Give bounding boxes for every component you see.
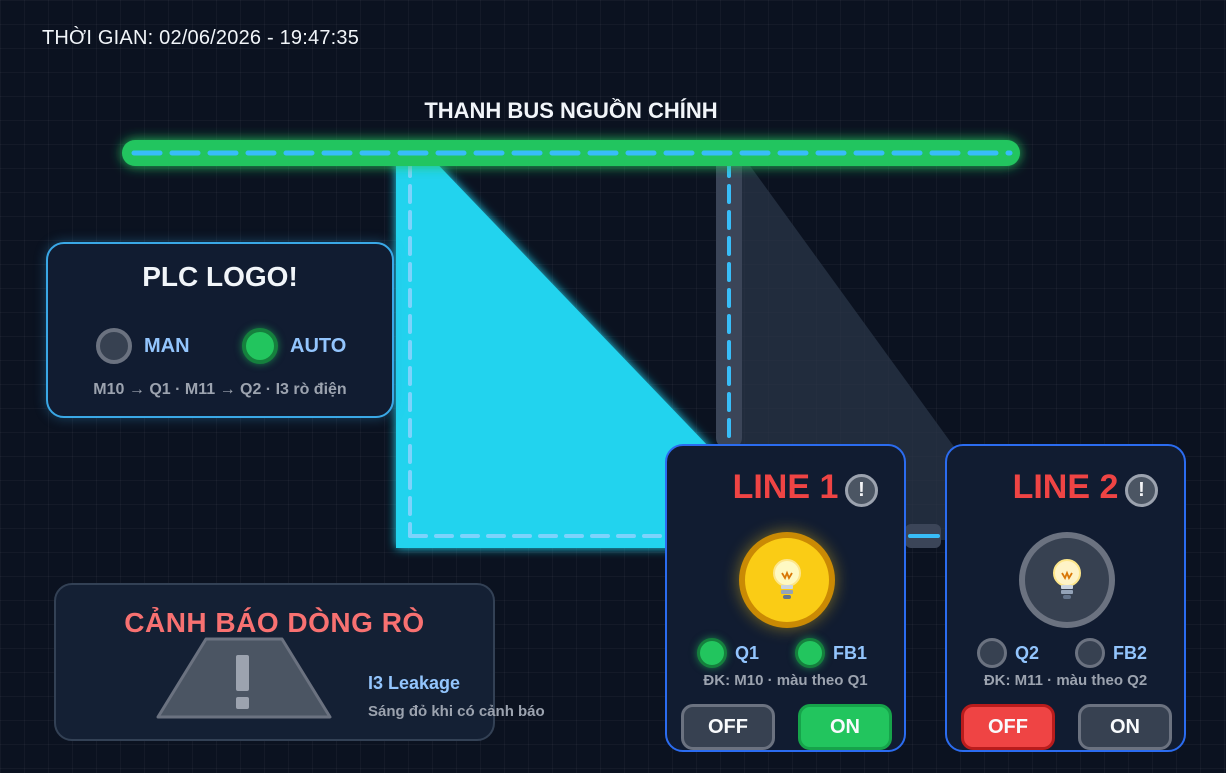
line2-q2-label: Q2 xyxy=(1015,642,1040,663)
line2-q2-indicator xyxy=(977,638,1007,668)
line2-feed-area xyxy=(718,152,960,540)
line1-note: ĐK: M10 · màu theo Q1 xyxy=(703,672,868,689)
warning-triangle-icon xyxy=(156,637,332,719)
line2-fb2-label: FB2 xyxy=(1113,642,1148,663)
lightbulb-icon xyxy=(773,559,801,599)
mode-man-toggle[interactable]: MAN xyxy=(96,328,190,364)
line2-alert-icon[interactable]: ! xyxy=(1125,474,1158,507)
line2-note: ĐK: M11 · màu theo Q2 xyxy=(983,672,1148,689)
line1-off-button[interactable]: OFF xyxy=(681,704,775,750)
plc-panel: PLC LOGO! MAN AUTO M10 → Q1 · M11 → Q2 ·… xyxy=(46,242,394,418)
line2-fb2-indicator xyxy=(1075,638,1105,668)
line1-bulb-icon xyxy=(739,532,835,628)
line1-title: LINE 1 xyxy=(732,468,839,506)
line1-fb1-signal: FB1 xyxy=(795,638,867,668)
plc-mapping-note: M10 → Q1 · M11 → Q2 · I3 rò điện xyxy=(93,381,347,398)
mode-auto-toggle[interactable]: AUTO xyxy=(242,328,346,364)
timestamp: THỜI GIAN: 02/06/2026 - 19:47:35 xyxy=(42,27,360,49)
mode-man-label: MAN xyxy=(144,334,190,357)
line2-bulb-icon xyxy=(1019,532,1115,628)
leakage-input-label: I3 Leakage xyxy=(368,673,461,693)
mode-man-indicator xyxy=(96,328,132,364)
line2-fb2-signal: FB2 xyxy=(1075,638,1147,668)
line2-off-button[interactable]: OFF xyxy=(961,704,1055,750)
line2-q2-signal: Q2 xyxy=(977,638,1039,668)
line2-title: LINE 2 xyxy=(1012,468,1119,506)
line1-on-button[interactable]: ON xyxy=(798,704,892,750)
leakage-title: CẢNH BÁO DÒNG RÒ xyxy=(124,607,425,638)
line1-q1-signal: Q1 xyxy=(697,638,759,668)
line2-card: LINE 2 ! Q2 FB2 ĐK: M11 · màu theo Q2 OF… xyxy=(945,444,1186,752)
line1-card: LINE 1 ! Q1 FB1 ĐK: M10 · màu theo Q1 OF… xyxy=(665,444,906,752)
line1-alert-icon[interactable]: ! xyxy=(845,474,878,507)
line1-feed-area xyxy=(396,150,710,548)
leakage-warning-panel: CẢNH BÁO DÒNG RÒ I3 Leakage Sáng đỏ khi … xyxy=(54,583,545,741)
mode-auto-indicator xyxy=(242,328,278,364)
line1-q1-indicator xyxy=(697,638,727,668)
plc-title: PLC LOGO! xyxy=(142,261,298,292)
line1-fb1-label: FB1 xyxy=(833,642,868,663)
mode-auto-label: AUTO xyxy=(290,334,347,357)
lightbulb-icon xyxy=(1053,559,1081,599)
bus-title: THANH BUS NGUỒN CHÍNH xyxy=(424,98,718,123)
leakage-description: Sáng đỏ khi có cảnh báo xyxy=(368,703,545,720)
line1-fb1-indicator xyxy=(795,638,825,668)
line1-q1-label: Q1 xyxy=(735,642,760,663)
line2-on-button[interactable]: ON xyxy=(1078,704,1172,750)
